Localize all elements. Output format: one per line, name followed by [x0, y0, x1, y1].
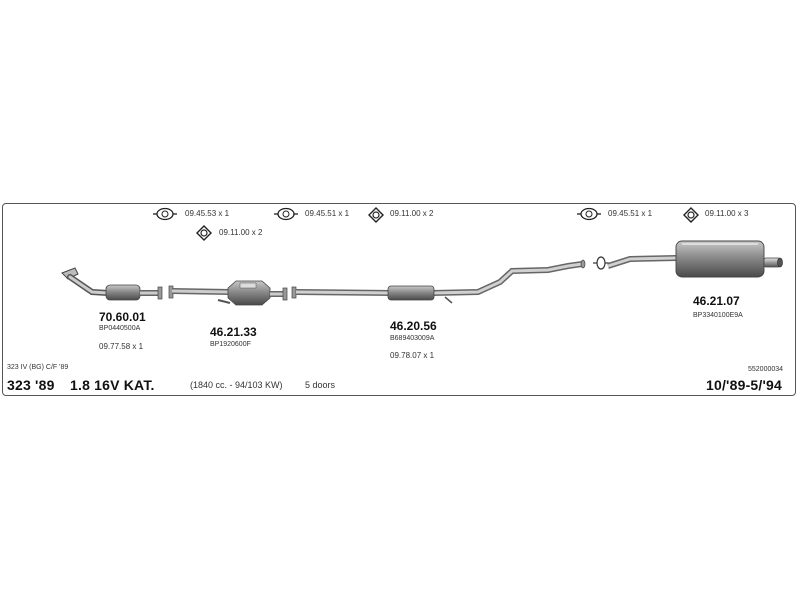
rear-silencer-part	[593, 240, 783, 278]
vehicle-model: 323 '89	[7, 377, 55, 393]
door-count: 5 doors	[305, 380, 336, 390]
part-number: 70.60.01	[99, 310, 146, 324]
clamp-icon	[368, 207, 384, 223]
gasket-oval-icon	[274, 207, 298, 221]
engine-specs: (1840 cc. - 94/103 KW)	[190, 380, 283, 390]
part-number: 46.21.33	[210, 325, 257, 339]
model-subtitle: 323 IV (BG) C/F '89	[7, 364, 69, 371]
oe-number: BP0440500A	[99, 325, 141, 332]
oe-number: B689403009A	[390, 335, 435, 342]
accessory-label: 09.77.58 x 1	[99, 342, 144, 351]
part-number: 46.20.56	[390, 319, 437, 333]
accessory-label: 09.45.51 x 1	[305, 209, 350, 218]
gasket-oval-icon	[153, 207, 177, 221]
accessory-label: 09.45.53 x 1	[185, 209, 230, 218]
clamp-icon	[196, 225, 212, 241]
catalytic-converter-part	[168, 280, 288, 306]
catalog-number: 552000034	[748, 366, 784, 373]
accessory-label: 09.11.00 x 2	[219, 228, 263, 237]
part-number: 46.21.07	[693, 294, 740, 308]
front-pipe-part	[61, 267, 163, 301]
clamp-icon	[683, 207, 699, 223]
oe-number: BP1920600F	[210, 341, 251, 348]
gasket-oval-icon	[577, 207, 601, 221]
accessory-label: 09.45.51 x 1	[608, 209, 653, 218]
accessory-label: 09.78.07 x 1	[390, 351, 435, 360]
production-years: 10/'89-5/'94	[706, 377, 783, 393]
engine-label: 1.8 16V KAT.	[70, 377, 155, 393]
oe-number: BP3340100E9A	[693, 312, 743, 319]
accessory-label: 09.11.00 x 3	[705, 209, 749, 218]
middle-pipe-part	[291, 259, 586, 304]
accessory-label: 09.11.00 x 2	[390, 209, 434, 218]
